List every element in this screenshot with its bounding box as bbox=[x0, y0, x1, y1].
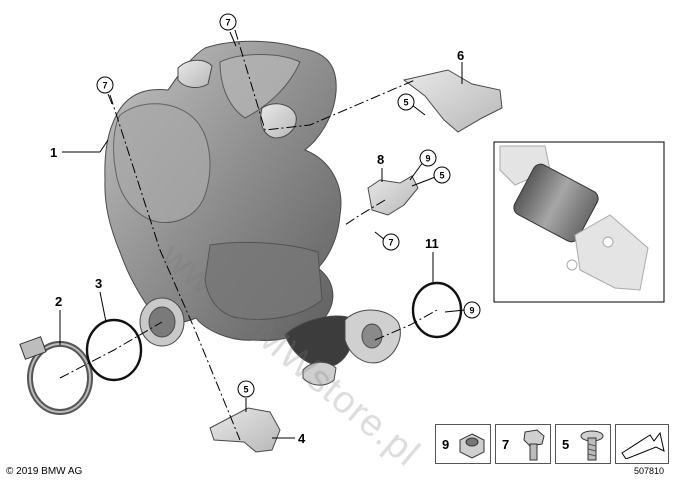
legend-number: 5 bbox=[562, 437, 570, 452]
callout-6: 6 bbox=[457, 48, 464, 63]
gasket-ring-part-3 bbox=[85, 318, 143, 382]
svg-text:9: 9 bbox=[469, 306, 474, 316]
legend-item-nut: 9 bbox=[435, 424, 491, 464]
callout-4: 4 bbox=[298, 431, 306, 446]
hex-bolt-icon bbox=[523, 429, 545, 461]
circled-callout-5-middle: 5 bbox=[433, 166, 451, 184]
legend-number: 9 bbox=[442, 437, 450, 452]
legend-number: 7 bbox=[502, 437, 510, 452]
circled-callout-9-lower: 9 bbox=[463, 301, 481, 319]
svg-text:5: 5 bbox=[403, 98, 408, 108]
assembly-lines bbox=[59, 29, 438, 441]
detail-inset-part-10 bbox=[493, 141, 665, 303]
diagram-reference-number: 507810 bbox=[634, 466, 665, 476]
bracket-part-4 bbox=[209, 407, 281, 453]
svg-text:7: 7 bbox=[388, 238, 393, 248]
catalytic-converter bbox=[104, 40, 401, 386]
copyright-text: © 2019 BMW AG bbox=[6, 466, 83, 477]
hex-nut-icon bbox=[459, 433, 485, 459]
circled-callout-7-top: 7 bbox=[219, 13, 237, 31]
callout-11: 11 bbox=[425, 236, 439, 251]
circled-callout-5-upper: 5 bbox=[397, 93, 415, 111]
callout-2: 2 bbox=[55, 294, 62, 309]
bracket-part-8 bbox=[367, 175, 419, 216]
callout-3: 3 bbox=[95, 276, 102, 291]
svg-text:7: 7 bbox=[225, 18, 230, 28]
svg-text:7: 7 bbox=[102, 81, 107, 91]
legend-item-bolt: 7 bbox=[495, 424, 551, 464]
circled-callout-7-right: 7 bbox=[382, 233, 400, 251]
svg-text:9: 9 bbox=[425, 154, 430, 164]
leader-lines bbox=[59, 31, 600, 439]
svg-text:5: 5 bbox=[243, 385, 248, 395]
circled-callout-5-lower: 5 bbox=[237, 380, 255, 398]
legend-item-torx-bolt: 5 bbox=[555, 424, 611, 464]
clamp-part-2 bbox=[19, 336, 93, 415]
callout-8: 8 bbox=[377, 152, 384, 167]
diagonal-arrow-icon bbox=[621, 431, 665, 459]
callout-1: 1 bbox=[50, 145, 57, 160]
legend-arrow-box bbox=[615, 424, 669, 464]
bracket-part-6 bbox=[402, 69, 503, 133]
circled-callout-9-upper: 9 bbox=[419, 149, 437, 167]
circled-callout-7-left: 7 bbox=[96, 76, 114, 94]
torx-bolt-icon bbox=[580, 430, 604, 461]
svg-text:5: 5 bbox=[439, 171, 444, 181]
